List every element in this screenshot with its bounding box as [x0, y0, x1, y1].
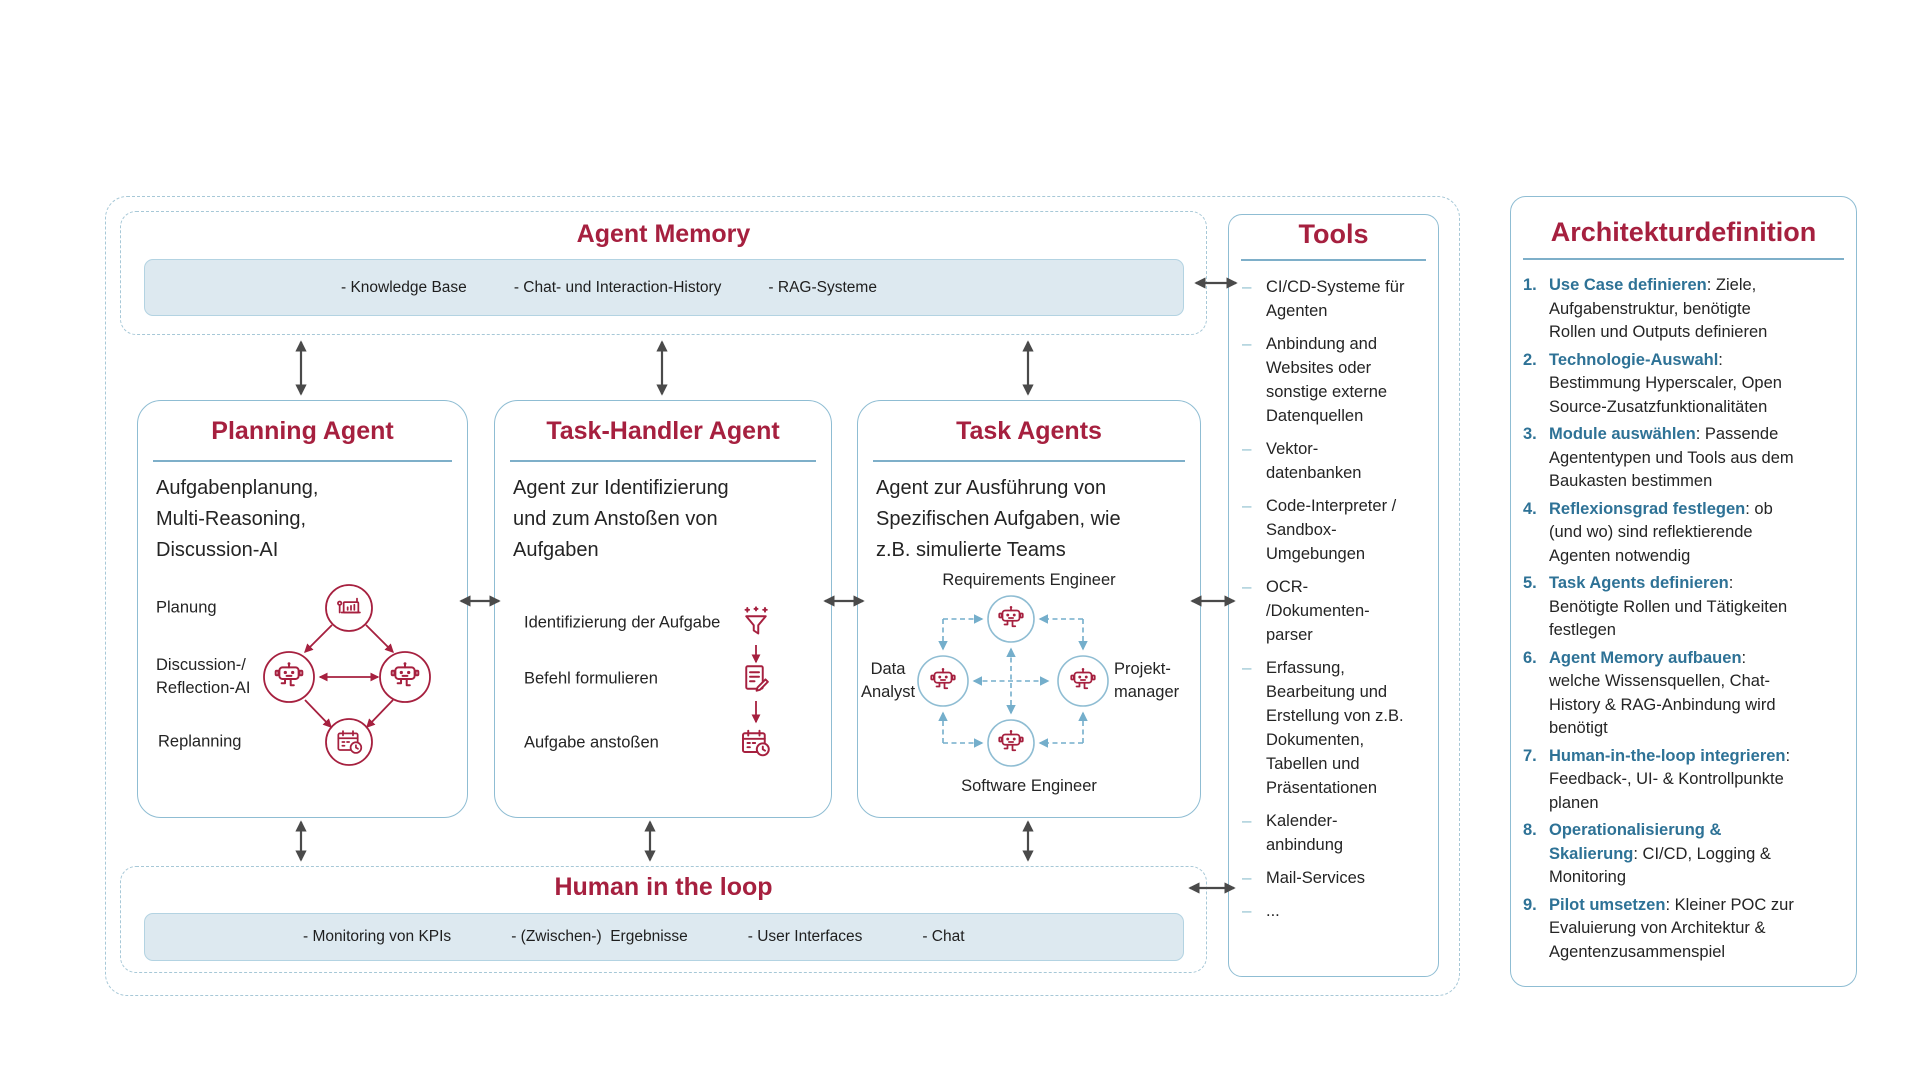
task-agents-title-rule: [873, 460, 1185, 462]
tools-list: –CI/CD-Systeme für Agenten –Anbindung an…: [1239, 275, 1433, 923]
arch-step: 3.Module auswählen: Passende Agententype…: [1523, 425, 1794, 490]
task-agents-description: Agent zur Ausführung von Spezifischen Au…: [876, 477, 1121, 561]
human-in-the-loop-bar: - Monitoring von KPIs - (Zwischen-) Erge…: [144, 913, 1184, 961]
task-handler-agent-box: Task-Handler Agent Agent zur Identifizie…: [494, 400, 832, 818]
role-data-analyst: Data Analyst: [860, 660, 916, 701]
arch-step: 7.Human-in-the-loop integrieren: Feedbac…: [1523, 746, 1791, 812]
task-handler-step-2: Befehl formulieren: [524, 669, 658, 688]
arch-step: 5.Task Agents definieren: Benötigte Roll…: [1523, 574, 1788, 639]
memory-item-chat-history: - Chat- und Interaction-History: [513, 278, 722, 296]
hitl-item-monitoring: - Monitoring von KPIs: [303, 928, 452, 945]
agent-memory-box: Agent Memory - Knowledge Base - Chat- un…: [120, 211, 1207, 335]
document-edit-icon: [745, 665, 769, 692]
tool-item: –CI/CD-Systeme für Agenten: [1239, 275, 1433, 323]
planning-label-planung: Planung: [156, 598, 217, 617]
robot-icon: [274, 661, 304, 687]
calendar-clock-icon: [741, 729, 770, 757]
arch-step: 9.Pilot umsetzen: Kleiner POC zur Evalui…: [1523, 895, 1794, 961]
dash-bullet: –: [1242, 901, 1252, 920]
task-handler-description: Agent zur Identifizierung und zum Anstoß…: [513, 477, 729, 561]
dash-bullet: –: [1242, 439, 1252, 458]
tools-title: Tools: [1298, 219, 1369, 249]
architekturdefinition-title: Architekturdefinition: [1550, 217, 1817, 247]
architekturdefinition-box: Architekturdefinition 1.Use Case definie…: [1510, 196, 1857, 987]
robot-icon: [998, 729, 1024, 752]
outer-dashed-frame: [105, 196, 1460, 996]
role-software-engineer: Software Engineer: [961, 777, 1097, 795]
task-handler-flow-graphic: [741, 606, 770, 757]
robot-icon: [1070, 667, 1096, 690]
calendar-clock-icon: [337, 730, 363, 754]
human-in-the-loop-box: Human in the loop - Monitoring von KPIs …: [120, 866, 1207, 973]
dash-bullet: –: [1242, 577, 1252, 596]
robot-icon: [390, 661, 420, 687]
dash-bullet: –: [1242, 811, 1252, 830]
tool-item: –Vektor- datenbanken: [1239, 437, 1433, 485]
hitl-item-ergebnisse: - (Zwischen-) Ergebnisse: [511, 928, 688, 945]
architekturdefinition-list: 1.Use Case definieren: Ziele, Aufgabenst…: [1523, 274, 1848, 964]
task-agents-title: Task Agents: [956, 417, 1102, 445]
arch-step: 2.Technologie-Auswahl: Bestimmung Hypers…: [1523, 350, 1782, 416]
dash-bullet: –: [1242, 658, 1252, 677]
planning-title-rule: [153, 460, 452, 462]
tool-item: –Mail-Services: [1239, 866, 1433, 890]
task-agents-box: Task Agents Agent zur Ausführung von Spe…: [857, 400, 1201, 818]
robot-icon: [930, 667, 956, 690]
funnel-icon: [744, 606, 768, 635]
planning-label-replanning: Replanning: [158, 732, 242, 751]
planning-agent-title: Planning Agent: [211, 417, 394, 445]
task-handler-title: Task-Handler Agent: [546, 417, 780, 445]
agent-memory-bar: - Knowledge Base - Chat- und Interaction…: [144, 259, 1184, 316]
tool-item: –...: [1239, 899, 1433, 923]
dash-bullet: –: [1242, 277, 1252, 296]
role-projektmanager: Projekt- manager: [1114, 660, 1180, 701]
hitl-item-user-interfaces: - User Interfaces: [747, 928, 863, 945]
dash-bullet: –: [1242, 868, 1252, 887]
tool-item: –Anbindung and Websites oder sonstige ex…: [1239, 332, 1433, 428]
tools-box: Tools –CI/CD-Systeme für Agenten –Anbind…: [1228, 214, 1439, 977]
arch-step: 1.Use Case definieren: Ziele, Aufgabenst…: [1523, 276, 1768, 341]
tool-item: –Code-Interpreter / Sandbox- Umgebungen: [1239, 494, 1433, 566]
role-requirements-engineer: Requirements Engineer: [942, 571, 1116, 589]
task-agents-diamond-graphic: [917, 595, 1109, 767]
task-handler-step-1: Identifizierung der Aufgabe: [524, 613, 721, 632]
tools-title-rule: [1241, 259, 1426, 261]
task-handler-step-3: Aufgabe anstoßen: [524, 733, 659, 752]
planning-agent-description: Aufgabenplanung, Multi-Reasoning, Discus…: [156, 477, 319, 561]
planning-label-discussion: Discussion-/ Reflection-AI: [156, 656, 251, 697]
agent-memory-title: Agent Memory: [576, 220, 751, 248]
tool-item: –Erfassung, Bearbeitung und Erstellung v…: [1239, 656, 1433, 800]
arch-step: 6.Agent Memory aufbauen: welche Wissensq…: [1523, 648, 1776, 738]
memory-item-rag: - RAG-Systeme: [768, 278, 877, 296]
dash-bullet: –: [1242, 496, 1252, 515]
architekturdefinition-title-rule: [1523, 258, 1844, 260]
plan-icon: [337, 597, 361, 614]
planning-agent-box: Planning Agent Aufgabenplanung, Multi-Re…: [137, 400, 468, 818]
tool-item: –OCR- /Dokumenten- parser: [1239, 575, 1433, 647]
arch-step: 8.Operationalisierung & Skalierung: CI/C…: [1523, 821, 1771, 886]
arch-step: 4.Reflexionsgrad festlegen: ob (und wo) …: [1523, 499, 1773, 565]
robot-icon: [998, 605, 1024, 628]
human-in-the-loop-title: Human in the loop: [554, 873, 773, 901]
task-handler-title-rule: [510, 460, 816, 462]
dash-bullet: –: [1242, 334, 1252, 353]
hitl-item-chat: - Chat: [922, 928, 965, 945]
memory-item-knowledge-base: - Knowledge Base: [341, 278, 467, 296]
tool-item: –Kalender- anbindung: [1239, 809, 1433, 857]
